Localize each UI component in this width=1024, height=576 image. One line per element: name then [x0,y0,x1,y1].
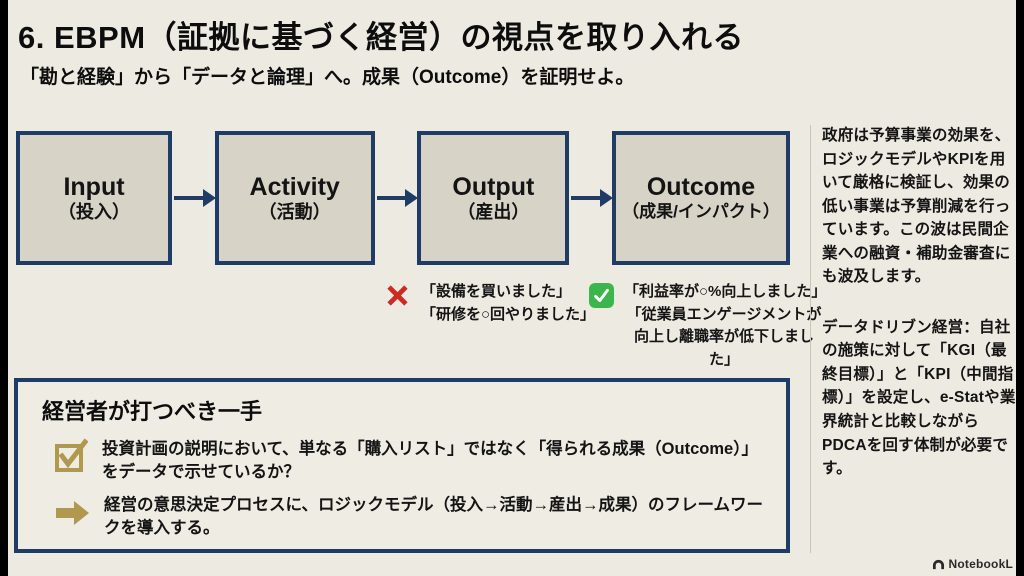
flow-box-label-ja: （投入） [58,201,130,222]
bad-example-block: 「設備を買いました」 「研修を○回やりました」 [384,281,595,326]
arrow-right-icon [571,189,613,207]
green-check-icon [589,283,614,308]
right-letterbox-bar [1016,0,1024,576]
good-example-line: 「従業員エンゲージメントが [626,305,822,323]
flow-box-label-ja: （成果/インパクト） [622,202,780,222]
gold-arrow-icon [56,500,89,525]
action-box-heading: 経営者が打つべき一手 [42,399,263,424]
page-subtitle: 「勘と経験」から「データと論理」へ。成果（Outcome）を証明せよ。 [20,67,635,88]
bad-example-line: 「設備を買いました」 [421,283,572,300]
notebooklm-logo-icon [932,559,944,570]
gold-checkbox-icon [55,438,88,472]
notes-sidebar: 政府は予算事業の効果を、ロジックモデルやKPIを用いて厳格に検証し、効果の低い事… [822,124,1016,481]
page-title: 6. EBPM（証拠に基づく経営）の視点を取り入れる [18,20,745,55]
good-example-text: 「利益率が○%向上しました」 「従業員エンゲージメントが 向上し離職率が低下しま… [624,281,827,371]
bad-example-text: 「設備を買いました」 「研修を○回やりました」 [421,281,595,326]
flow-box-activity: Activity （活動） [214,131,375,265]
flow-box-output: Output （産出） [417,131,570,265]
arrow-right-icon [174,189,216,207]
flow-box-label-ja: （産出） [457,201,530,222]
notebooklm-logo: NotebookL [932,557,1013,571]
red-cross-icon [387,285,408,306]
notebooklm-logo-text: NotebookL [948,557,1013,571]
action-item-text: 投資計画の説明において、単なる「購入リスト」ではなく「得られる成果（Outcom… [102,440,758,482]
good-example-block: 「利益率が○%向上しました」 「従業員エンゲージメントが 向上し離職率が低下しま… [589,281,827,371]
sidebar-paragraph-government: 政府は予算事業の効果を、ロジックモデルやKPIを用いて厳格に検証し、効果の低い事… [822,127,1011,286]
flow-box-input: Input （投入） [16,131,172,265]
logic-model-flow: Input （投入） Activity （活動） Output （産出） Out… [16,131,791,265]
flow-box-outcome: Outcome （成果/インパクト） [612,131,791,265]
flow-box-label-ja: （活動） [258,201,331,222]
flow-box-label-en: Input [63,172,125,201]
flow-box-label-en: Output [452,172,535,201]
arrow-right-icon [376,189,418,207]
sidebar-paragraph-datadriven: データドリブン経営：自社の施策に対して「KGI（最終目標）」と「KPI（中間指標… [822,318,1016,478]
left-letterbox-bar [0,0,8,576]
action-item-text: 経営の意思決定プロセスに、ロジックモデル（投入→活動→産出→成果）のフレームワー… [104,495,764,538]
action-item-checklist: 投資計画の説明において、単なる「購入リスト」ではなく「得られる成果（Outcom… [18,438,786,485]
flow-box-label-en: Outcome [646,173,756,202]
good-example-line: 向上し離職率が低下しました」 [633,328,814,368]
bad-example-line: 「研修を○回やりました」 [421,305,596,323]
good-example-line: 「利益率が○%向上しました」 [624,283,827,300]
action-box: 経営者が打つべき一手 投資計画の説明において、単なる「購入リスト」ではなく「得ら… [14,378,790,553]
flow-box-label-en: Activity [249,172,340,201]
action-item-framework: 経営の意思決定プロセスに、ロジックモデル（投入→活動→産出→成果）のフレームワー… [18,494,786,541]
vertical-divider [810,125,811,553]
